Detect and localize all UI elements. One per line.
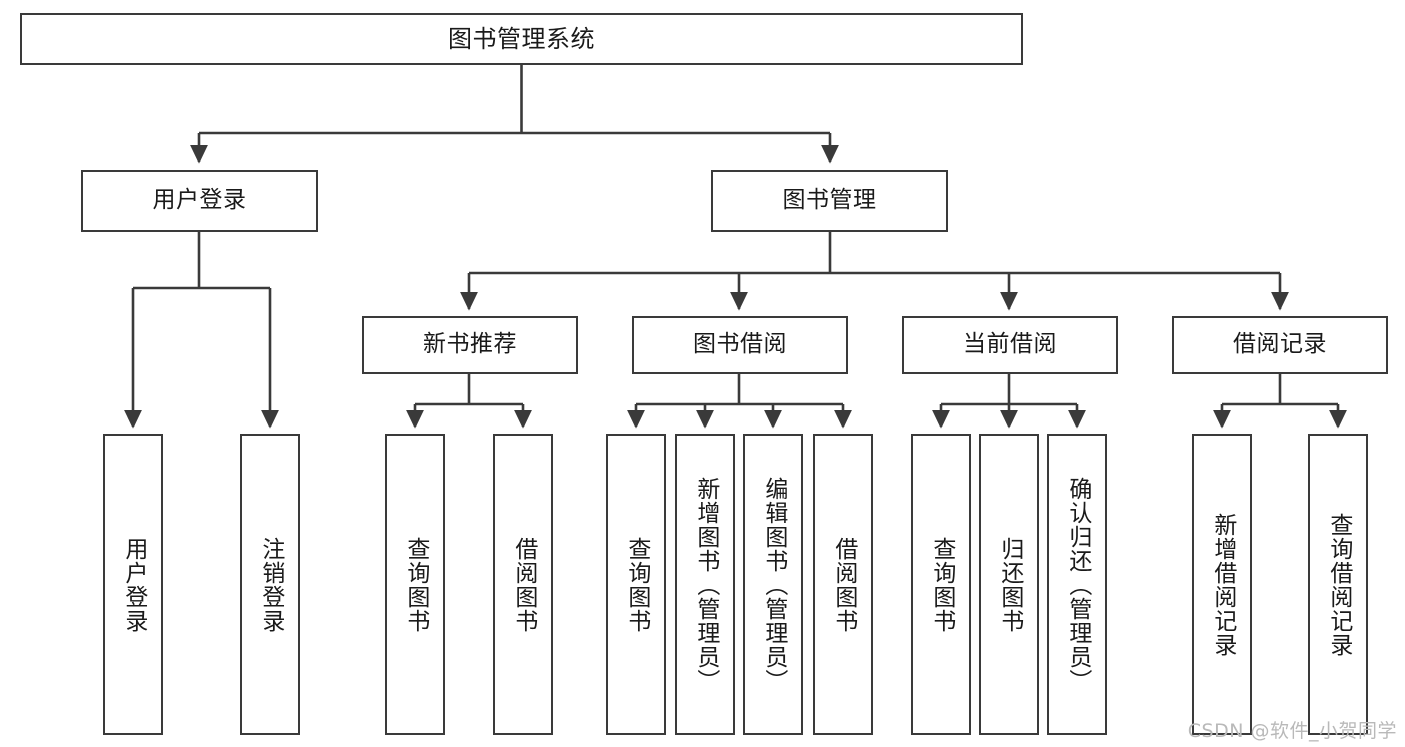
node-book-borrow-label: 图书借阅 [693,331,787,358]
node-root[interactable]: 图书管理系统 [20,13,1023,65]
leaf-add-borrow-record-label: 新增借阅记录 [1209,512,1236,657]
leaf-query-book-borrow-label: 查询图书 [623,536,650,633]
node-current-borrow-label: 当前借阅 [963,331,1057,358]
leaf-query-borrow-record[interactable]: 查询借阅记录 [1308,434,1368,735]
node-current-borrow[interactable]: 当前借阅 [902,316,1118,374]
node-borrow-record-label: 借阅记录 [1233,331,1327,358]
node-book-management[interactable]: 图书管理 [711,170,948,232]
leaf-return-book[interactable]: 归还图书 [979,434,1039,735]
leaf-borrow-book-recommend-label: 借阅图书 [510,536,537,633]
node-new-book-recommend[interactable]: 新书推荐 [362,316,578,374]
leaf-query-book-current-label: 查询图书 [928,536,955,633]
leaf-add-book-admin[interactable]: 新增图书（管理员） [675,434,735,735]
leaf-borrow-book[interactable]: 借阅图书 [813,434,873,735]
node-user-login[interactable]: 用户登录 [81,170,318,232]
leaf-add-book-admin-label: 新增图书（管理员） [692,476,719,693]
node-root-label: 图书管理系统 [448,24,595,53]
leaf-borrow-book-recommend[interactable]: 借阅图书 [493,434,553,735]
leaf-query-book-recommend[interactable]: 查询图书 [385,434,445,735]
leaf-return-book-label: 归还图书 [996,536,1023,633]
node-new-book-recommend-label: 新书推荐 [423,331,517,358]
leaf-edit-book-admin-label: 编辑图书（管理员） [760,476,787,693]
leaf-borrow-book-label: 借阅图书 [830,536,857,633]
watermark: CSDN @软件_小贺同学 [1187,720,1397,742]
node-book-management-label: 图书管理 [782,187,877,214]
leaf-confirm-return-admin[interactable]: 确认归还（管理员） [1047,434,1107,735]
node-user-login-label: 用户登录 [152,187,247,214]
leaf-user-login[interactable]: 用户登录 [103,434,163,735]
leaf-user-login-label: 用户登录 [120,536,147,633]
leaf-query-book-recommend-label: 查询图书 [402,536,429,633]
leaf-query-borrow-record-label: 查询借阅记录 [1325,512,1352,657]
node-borrow-record[interactable]: 借阅记录 [1172,316,1388,374]
leaf-query-book-borrow[interactable]: 查询图书 [606,434,666,735]
leaf-add-borrow-record[interactable]: 新增借阅记录 [1192,434,1252,735]
leaf-edit-book-admin[interactable]: 编辑图书（管理员） [743,434,803,735]
leaf-logout[interactable]: 注销登录 [240,434,300,735]
node-book-borrow[interactable]: 图书借阅 [632,316,848,374]
leaf-confirm-return-admin-label: 确认归还（管理员） [1064,476,1091,693]
leaf-logout-label: 注销登录 [257,536,284,633]
leaf-query-book-current[interactable]: 查询图书 [911,434,971,735]
